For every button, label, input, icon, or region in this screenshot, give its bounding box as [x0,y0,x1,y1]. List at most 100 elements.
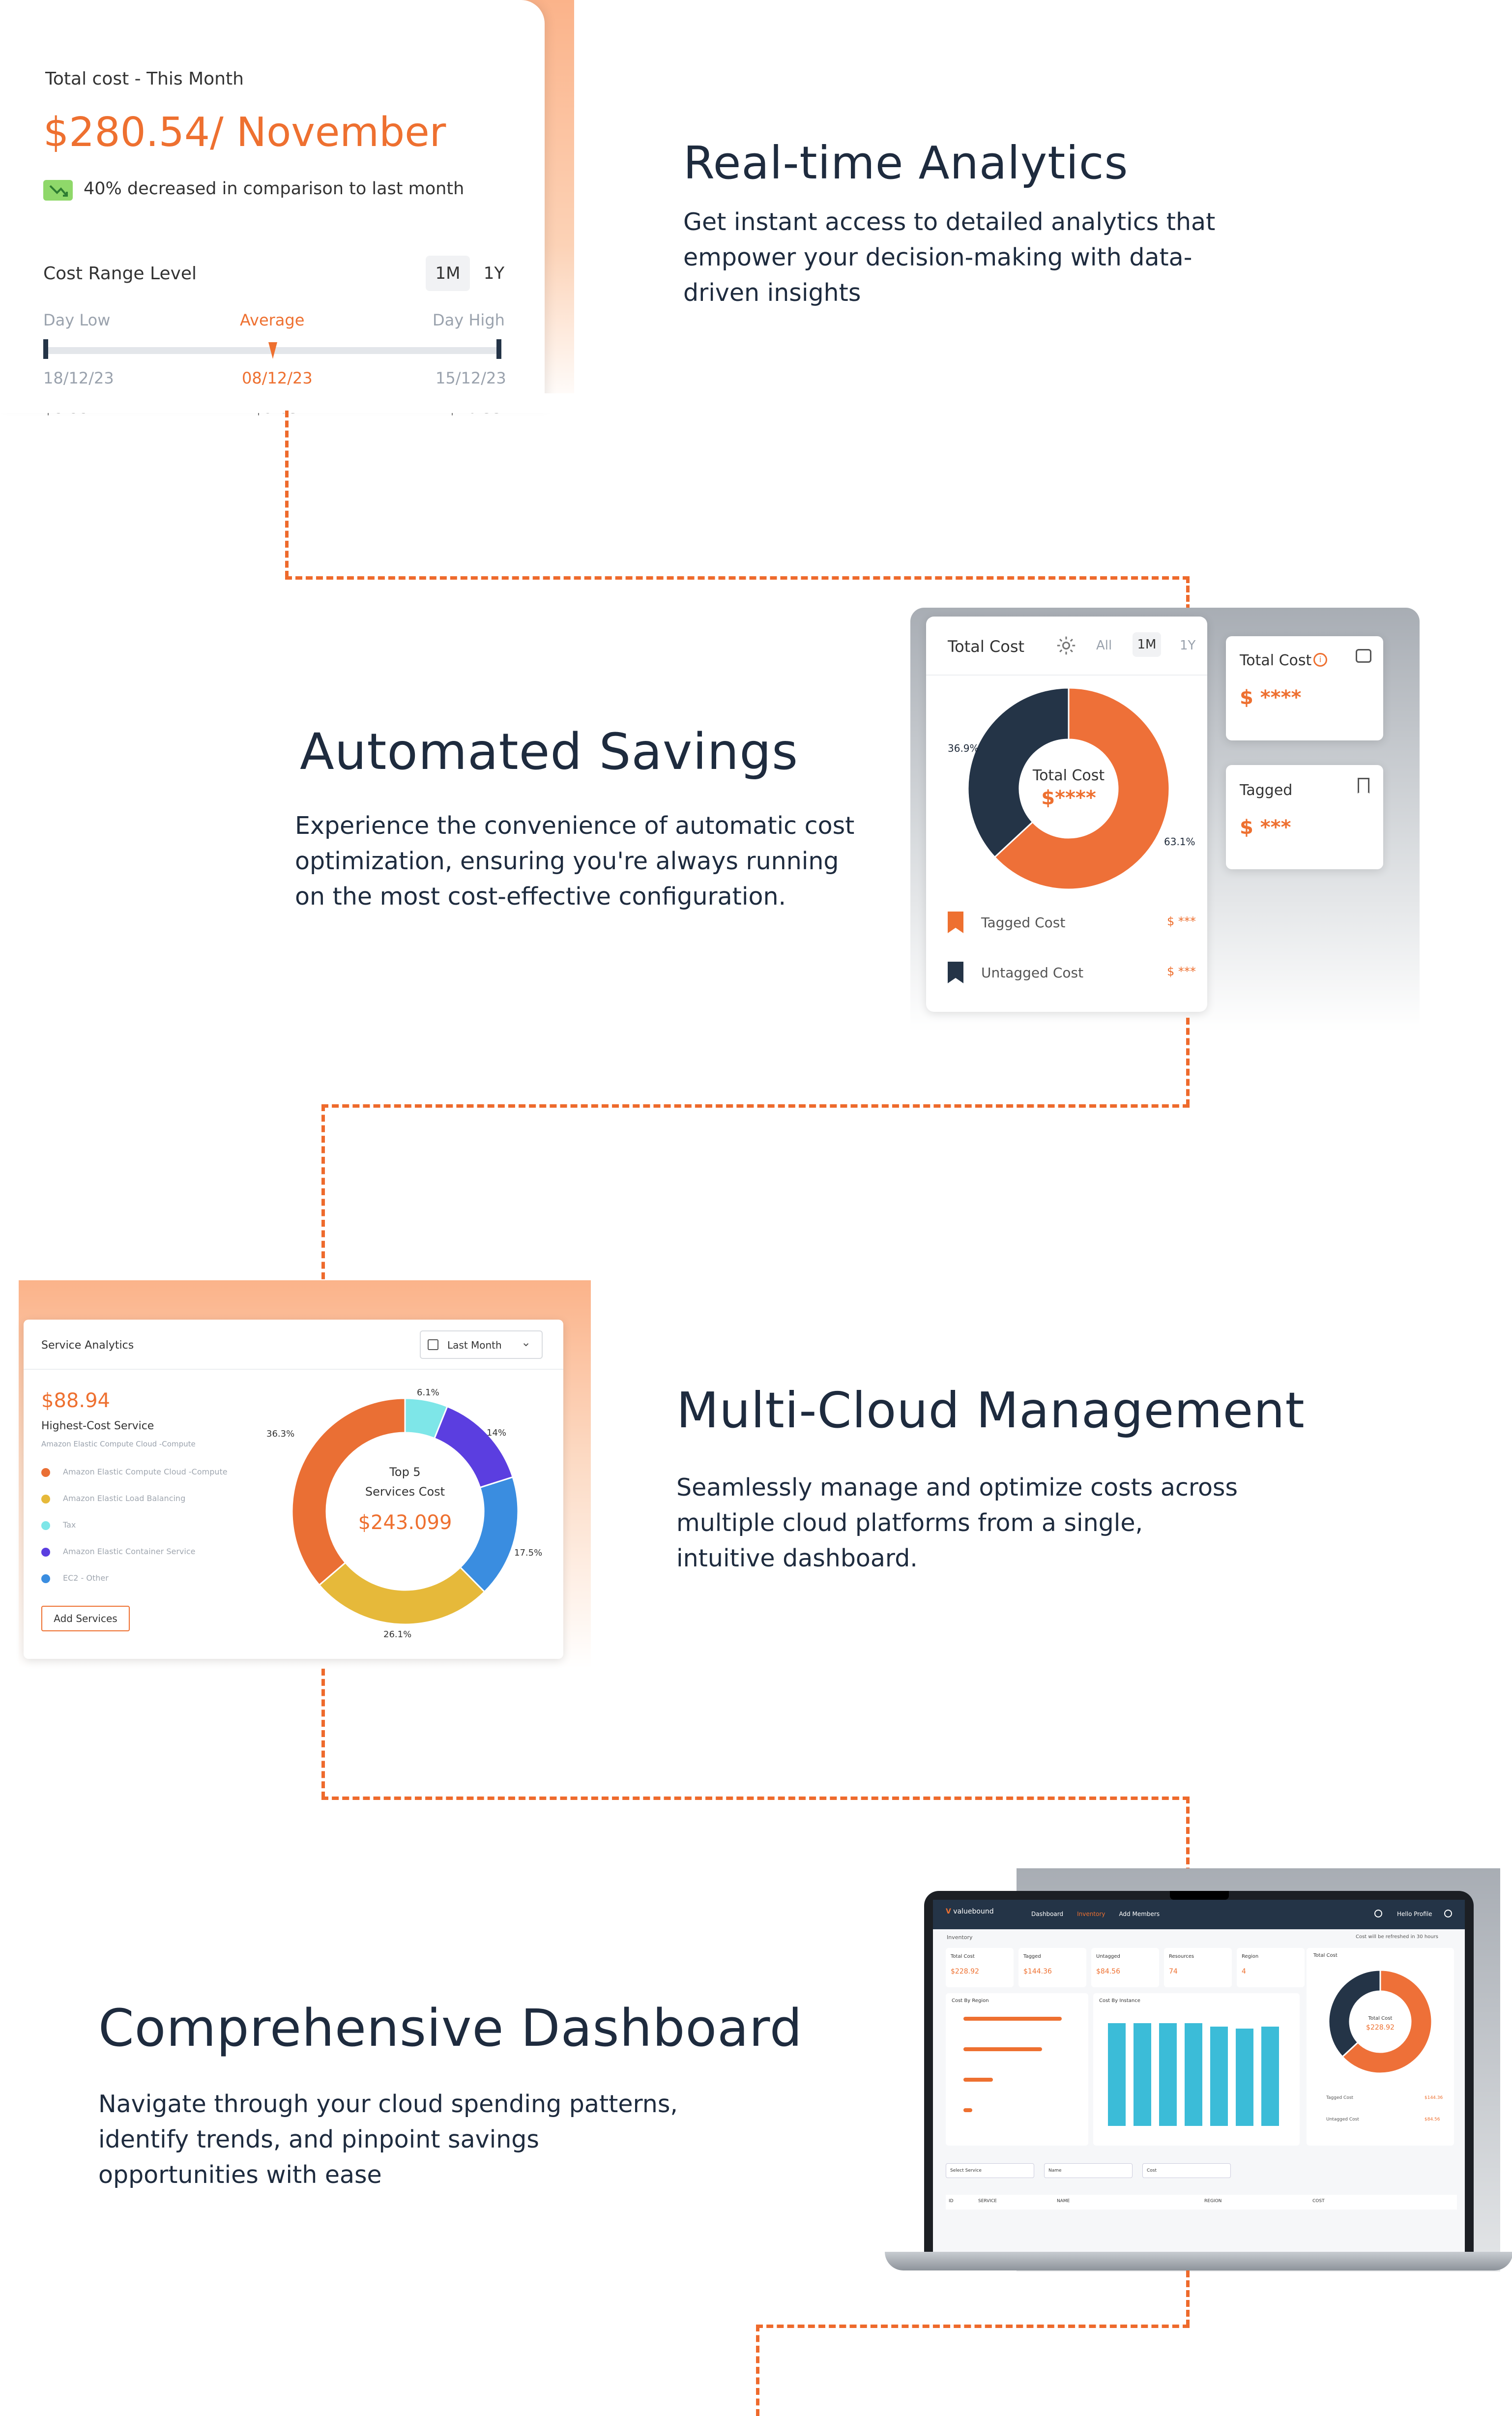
legend-item: EC2 - Other [41,1573,109,1583]
laptop-donut [1328,1969,1433,2074]
connector-4a [1186,2270,1190,2327]
nav-item[interactable]: Inventory [1077,1911,1105,1917]
range-title: Cost Range Level [43,264,197,284]
settings-icon[interactable] [1055,634,1077,657]
kpi-label: Region [1242,1954,1259,1959]
laptop-base [885,2252,1512,2270]
region-bar [963,2047,1042,2051]
power-icon[interactable] [1444,1910,1452,1917]
card-fade [0,393,575,413]
filter-select[interactable]: Cost [1142,2163,1231,2178]
region-title: Cost By Region [952,1998,989,2004]
tab-1m[interactable]: 1M [1133,632,1161,657]
range-1y-button[interactable]: 1Y [483,264,505,283]
laptop-untagged: Untagged Cost [1326,2117,1359,2122]
section4-text: Navigate through your cloud spending pat… [98,2090,678,2189]
nav-item[interactable]: Add Members [1119,1911,1160,1917]
slice-label: 6.1% [417,1387,439,1398]
wallet-icon [1356,649,1371,663]
service-card: Service Analytics Last Month ⌄ $88.94 Hi… [24,1320,563,1659]
instance-bar [1159,2023,1177,2126]
tab-1y[interactable]: 1Y [1180,638,1196,653]
laptop-donut-title: Total Cost [1313,1953,1338,1958]
kpi-label: Tagged [1023,1954,1041,1959]
donut-slice [967,687,1070,858]
connector-4b [756,2325,1190,2328]
kpi-label: Total Cost [951,1954,975,1959]
range-low-tick [43,339,48,359]
legend-dot [41,1521,50,1530]
service-title: Service Analytics [41,1339,134,1352]
connector-2a [1186,1018,1190,1106]
laptop-donut-panel: Total Cost Total Cost $228.92 Tagged Cos… [1307,1948,1454,2146]
legend-label: Amazon Elastic Container Service [63,1547,196,1556]
kpi-value: $228.92 [951,1968,979,1975]
range-average-marker [268,342,277,359]
table-header-cell: NAME [1057,2199,1070,2204]
cost-amount: $280.54/ November [43,109,446,156]
connector-1b [285,576,1190,580]
nav-item[interactable]: Dashboard [1031,1911,1064,1917]
connector-1a [285,411,289,578]
add-services-button[interactable]: Add Services [41,1606,130,1631]
service-divider [24,1369,563,1370]
section3-title: Multi-Cloud Management [676,1382,1305,1439]
table-header-cell: REGION [1204,2199,1222,2204]
chevron-down-icon: ⌄ [521,1335,531,1349]
tagged-bookmark-icon [948,912,963,933]
kpi-label: Untagged [1096,1954,1120,1959]
laptop-tagged: Tagged Cost [1326,2095,1354,2100]
period-dropdown[interactable]: Last Month ⌄ [420,1330,543,1359]
filter-select[interactable]: Select Service [946,2163,1034,2178]
slice-label: 26.1% [383,1629,412,1640]
laptop-donut-label: Total Cost [1368,2016,1393,2021]
low-date: 18/12/23 [43,369,114,387]
tab-all[interactable]: All [1096,638,1112,653]
range-1m-button[interactable]: 1M [426,256,470,291]
instance-panel: Cost By Instance [1093,1993,1300,2146]
instance-bar [1185,2023,1202,2126]
range-high-tick [496,339,501,359]
instance-bar [1261,2026,1279,2126]
section2-text: Experience the convenience of automatic … [295,812,855,911]
donut-slice [459,1476,519,1593]
donut-slice [1328,1969,1381,2058]
filter-row: Select Service Name Cost [946,2163,1457,2183]
breadcrumb: Inventory [947,1934,973,1941]
donut-total: $243.099 [358,1511,452,1534]
region-bar [963,2017,1062,2021]
search-icon[interactable] [1374,1910,1382,1917]
average-label: Average [240,311,305,329]
kpi-label: Resources [1169,1954,1194,1959]
legend-item: Tax [41,1520,76,1530]
filter-select[interactable]: Name [1044,2163,1133,2178]
info-icon: i [1313,653,1327,667]
high-date: 15/12/23 [436,369,506,387]
untagged-value: $ *** [1167,965,1196,978]
instance-bar [1236,2029,1253,2126]
side-card-tagged: Tagged $ *** [1226,765,1383,869]
side-tagged-value: $ *** [1240,816,1291,839]
tagged-value: $ *** [1167,914,1196,928]
profile-label[interactable]: Hello Profile [1397,1911,1432,1917]
kpi-value: 74 [1169,1968,1178,1975]
table-header-cell: ID [949,2199,954,2204]
kpi-card: Resources 74 [1164,1948,1232,1987]
savings-card: Total Cost All 1M 1Y Total Cost $**** 36… [926,617,1207,1012]
instance-title: Cost By Instance [1099,1998,1140,2004]
section2-title: Automated Savings [300,723,799,781]
section1-text: Get instant access to detailed analytics… [683,208,1216,307]
side-card-total: Total Cost i $ **** [1226,636,1383,740]
savings-divider [926,675,1207,676]
donut-slice [291,1397,406,1587]
service-subtitle: Highest-Cost Service [41,1420,154,1432]
instance-bar [1210,2026,1228,2126]
connector-3a [321,1669,325,1798]
legend-item: Amazon Elastic Load Balancing [41,1494,185,1503]
connector-3b [321,1797,1190,1800]
legend-item: Amazon Elastic Compute Cloud -Compute [41,1467,228,1477]
trend-down-icon [43,180,73,201]
